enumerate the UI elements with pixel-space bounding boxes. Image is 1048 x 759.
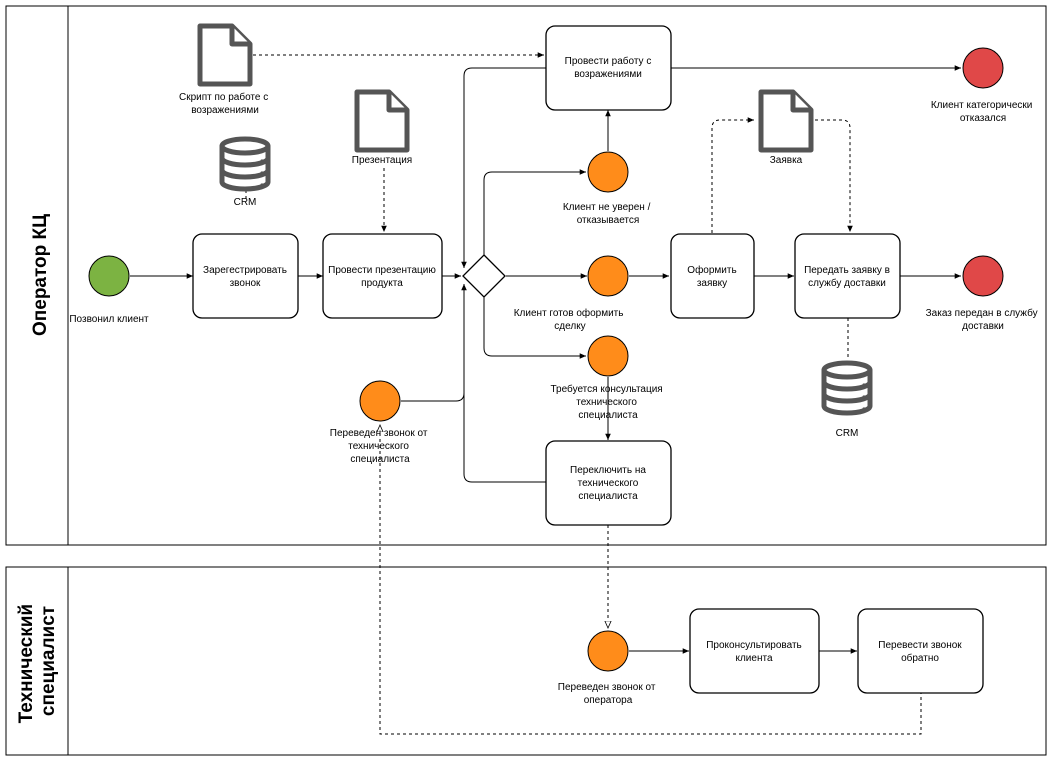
end-event-refused-label: Клиент категорически отказался [931, 100, 1035, 124]
database-crm-top-label: CRM [234, 197, 257, 208]
decision-gateway[interactable] [462, 254, 506, 298]
document-order-label: Заявка [770, 155, 803, 166]
association-flows [245, 52, 922, 735]
event-client-ready-label: Клиент готов оформить сделку [514, 307, 627, 332]
event-call-from-operator-label: Переведен звонок от оператора [558, 682, 658, 706]
lane-operator-title: Оператор КЦ [30, 214, 51, 336]
start-event-label: Позвонил клиент [69, 314, 149, 325]
document-script-label: Скрипт по работе с возражениями [179, 91, 271, 116]
start-event[interactable] [88, 255, 130, 297]
database-crm-bottom-label: CRM [836, 428, 859, 439]
event-consult-needed[interactable] [587, 335, 629, 377]
event-client-unsure-label: Клиент не уверен / отказывается [563, 202, 653, 226]
database-icon-crm-top[interactable] [219, 136, 271, 192]
lane-tech: Технический специалист [5, 566, 1047, 756]
event-consult-needed-label: Требуется консультация технического спец… [551, 383, 666, 421]
end-event-refused[interactable] [962, 47, 1004, 89]
document-icon-presentation[interactable] [354, 89, 410, 153]
sequence-flows [130, 65, 961, 654]
event-client-unsure[interactable] [587, 151, 629, 193]
document-presentation-label: Презентация [352, 155, 412, 166]
end-event-order-sent[interactable] [962, 255, 1004, 297]
document-icon-script[interactable] [197, 23, 253, 87]
database-icon-crm-bottom[interactable] [821, 360, 873, 416]
lane-tech-title: Технический специалист [16, 599, 59, 724]
document-icon-order[interactable] [758, 89, 814, 153]
event-call-from-operator[interactable] [587, 630, 629, 672]
event-call-returned[interactable] [359, 380, 401, 422]
end-event-order-sent-label: Заказ передан в службу доставки [926, 307, 1041, 332]
event-client-ready[interactable] [587, 255, 629, 297]
event-call-returned-label: Переведен звонок от технического специал… [330, 428, 430, 465]
lane-operator: Оператор КЦ [5, 5, 1047, 546]
